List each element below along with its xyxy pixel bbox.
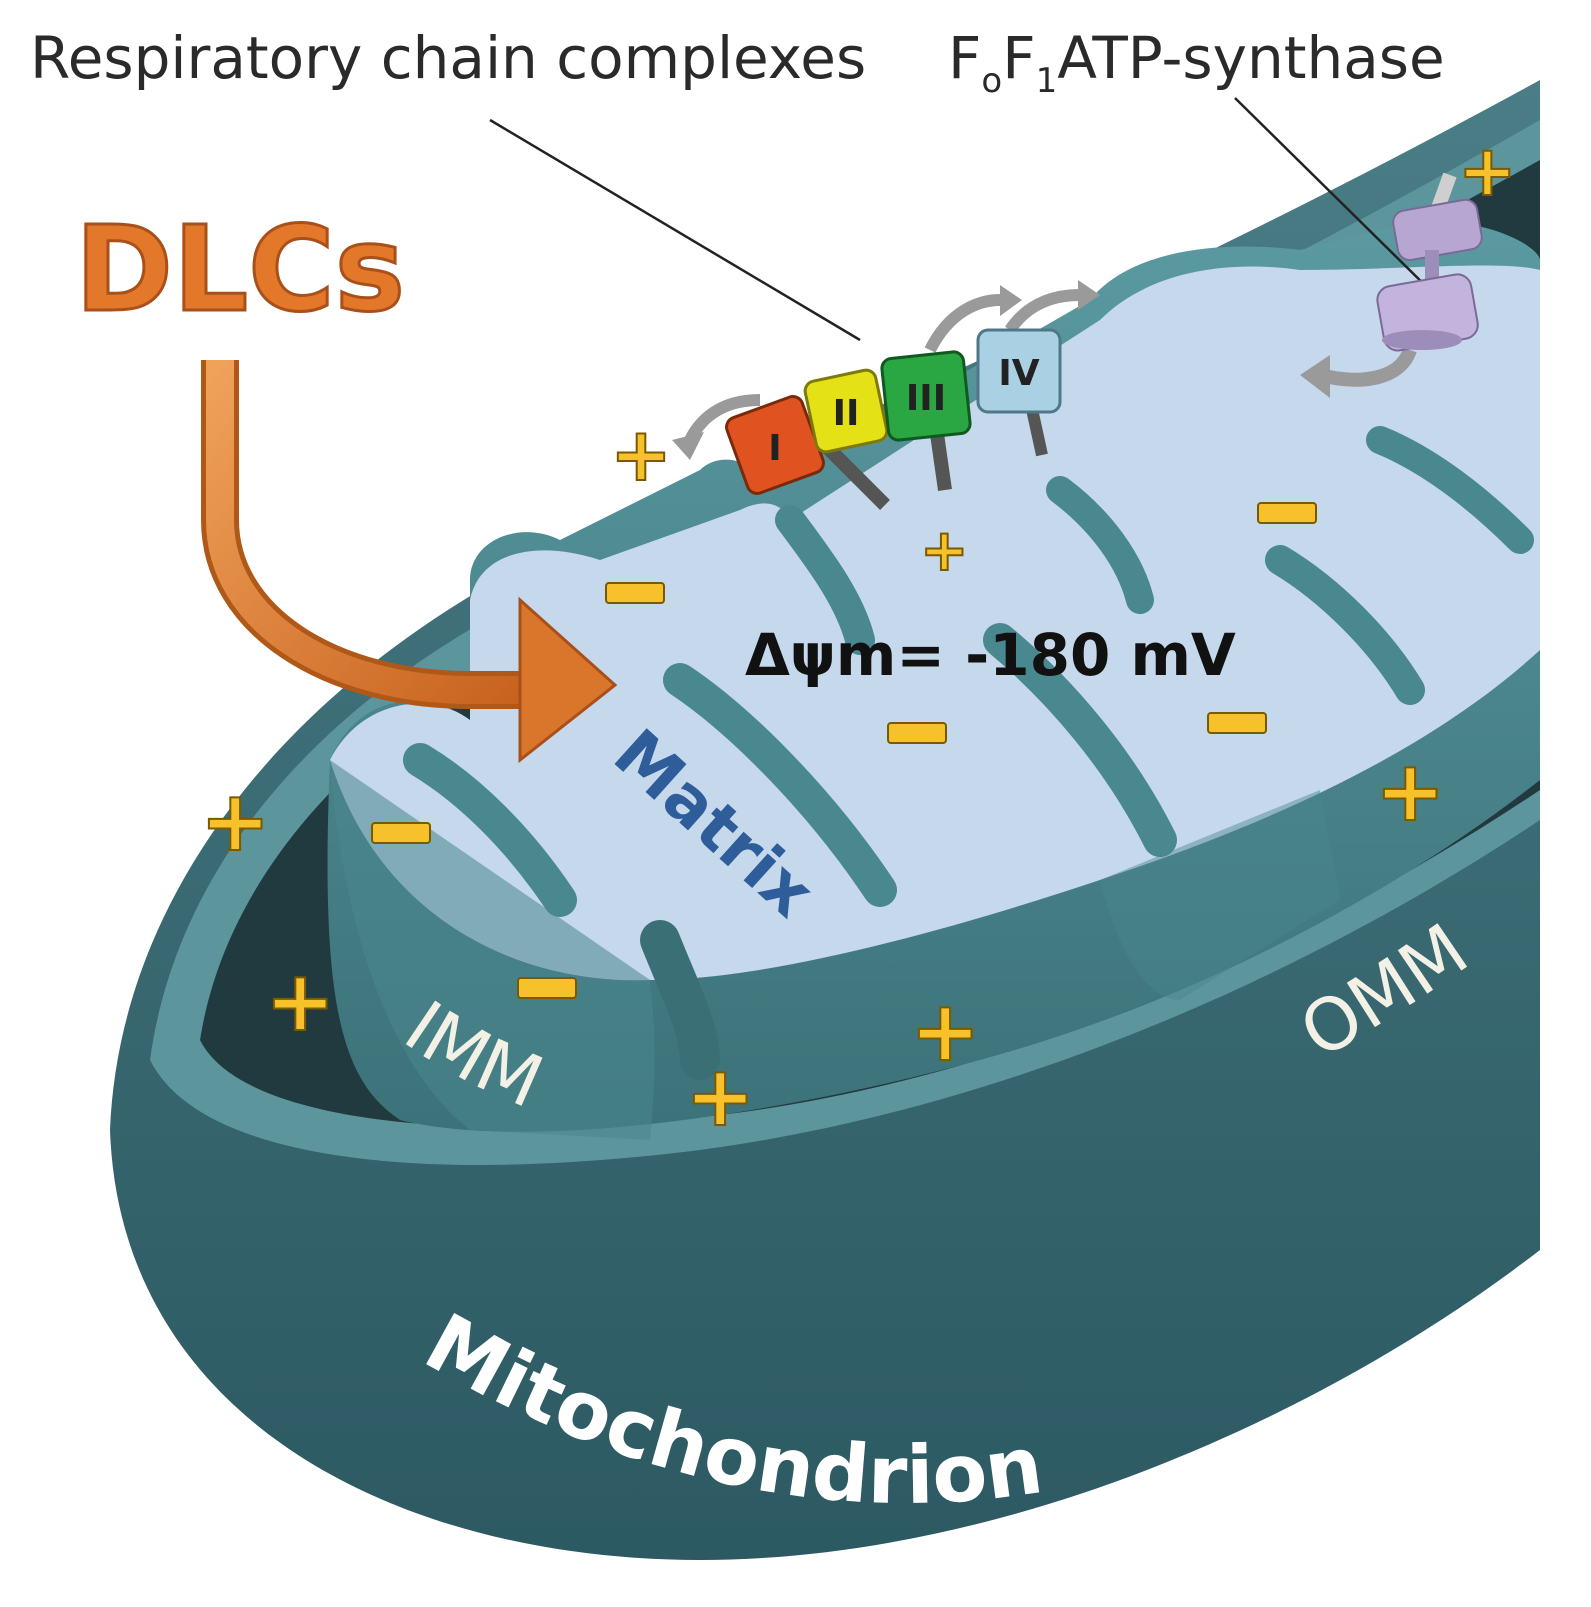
atp-synthase-f: F: [948, 24, 981, 92]
respiratory-chain-label: Respiratory chain complexes: [30, 24, 866, 92]
plus-charge: +: [610, 412, 672, 498]
plus-charge: +: [1458, 130, 1517, 212]
plus-charge: +: [1375, 742, 1445, 840]
charges: + + + + + + + +: [199, 129, 1518, 1146]
atp-synthase-label: FoF1ATP-synthase: [948, 24, 1445, 101]
complex-III: III: [880, 350, 972, 491]
plus-charge: +: [920, 516, 969, 584]
inner-membrane-cristae: [327, 220, 1541, 1140]
minus-charge: [605, 582, 665, 604]
dlcs-label: DLCs: [75, 200, 405, 338]
minus-charge: [887, 722, 947, 744]
electron-flow-arrows: [672, 280, 1417, 460]
minus-charge: [371, 822, 431, 844]
complex-I-label: I: [768, 428, 781, 469]
minus-charge: [1207, 712, 1267, 734]
atp-synthase-subscript-1: 1: [1036, 61, 1058, 101]
dlcs-arrow: [201, 360, 618, 764]
complex-II-label: II: [833, 393, 860, 434]
atp-synthase: [1376, 172, 1483, 352]
plus-charge: +: [685, 1047, 755, 1145]
complex-IV-label: IV: [998, 353, 1039, 394]
leader-lines: [489, 97, 1441, 342]
plus-charge: +: [200, 772, 270, 870]
atp-synthase-f2: F: [1002, 24, 1035, 92]
membrane-potential-label: Δψm= -180 mV: [745, 621, 1236, 689]
minus-charge: [517, 977, 577, 999]
complex-II: II: [803, 368, 889, 454]
minus-charge: [1257, 502, 1317, 524]
plus-charge: +: [265, 952, 335, 1050]
complex-III-label: III: [906, 378, 946, 419]
atp-synthase-rest: ATP-synthase: [1057, 24, 1444, 92]
plus-charge: +: [910, 982, 980, 1080]
complex-IV: IV: [976, 328, 1062, 457]
atp-synthase-subscript-o: o: [981, 61, 1002, 101]
